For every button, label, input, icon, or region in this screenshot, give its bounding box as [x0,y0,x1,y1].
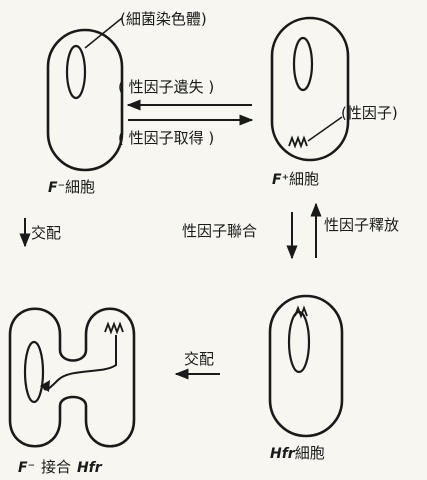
f-plus-cell [270,16,350,162]
sex-factor-squiggle [288,135,308,149]
label-conjugation-mid: 交配 [184,350,214,368]
label-sex-factor-loss: ( 性因子遺失 ) [118,78,214,96]
bacterial-chromosome-loop [23,340,45,404]
label-integration: 性因子聯合 [182,222,257,240]
label-sex-factor-gain: ( 性因子取得 ) [118,129,214,147]
f-minus-cell [46,28,124,172]
bacterial-chromosome-loop [287,310,311,374]
bacterial-chromosome-loop [65,44,87,100]
label-release: 性因子釋放 [324,216,399,234]
label-f-plus-cell: F⁺細胞 [272,170,319,188]
chromosome-pointer-line [84,17,123,49]
label-f-minus-cell: F⁻細胞 [48,178,95,196]
label-bacterial-chromosome: (細菌染色體) [120,10,207,28]
label-sex-factor: (性因子) [341,104,398,122]
bacterial-chromosome-loop [292,36,314,92]
label-conjugation: 交配 [31,224,61,242]
transfer-arrowhead [40,380,50,392]
sex-factor-squiggle [104,321,124,335]
sex-factor-pointer-line [307,116,343,142]
conjugating-cells [8,307,136,448]
transferring-chromosome [43,335,117,391]
conjugating-pair-outline [8,307,136,448]
hfr-cell [268,294,344,438]
integrated-sex-factor [294,305,308,319]
label-hfr-cell: Hfr細胞 [270,444,325,462]
